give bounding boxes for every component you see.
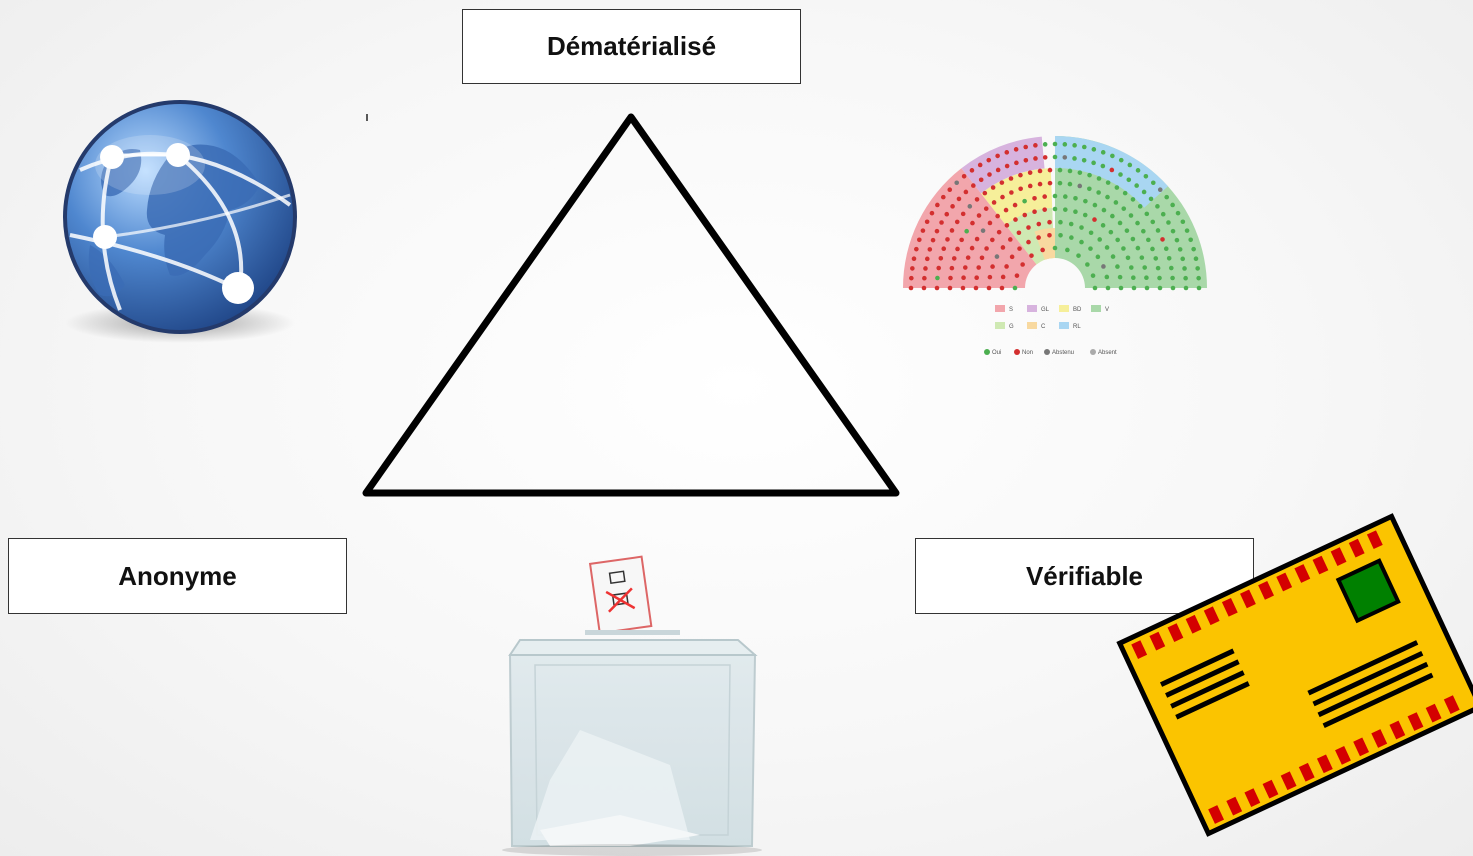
legend-label: G (1009, 324, 1014, 330)
legend-swatch (1091, 305, 1101, 312)
vote-legend-label: Abstenu (1052, 350, 1074, 356)
label-verifiable: Vérifiable (915, 538, 1254, 614)
legend-swatch (1059, 305, 1069, 312)
vote-legend-label: Absent (1098, 350, 1117, 356)
ballot-box-icon (502, 555, 762, 856)
label-dematerialise: Dématérialisé (462, 9, 801, 84)
legend-swatch (1027, 322, 1037, 329)
globe-icon (63, 100, 297, 343)
legend-label: V (1105, 307, 1109, 313)
legend-swatch (995, 322, 1005, 329)
legend-swatch (995, 305, 1005, 312)
hemicycle-icon: S GL BD V G C RL Oui Non Abstenu Absent (903, 136, 1207, 356)
legend-swatch (1059, 322, 1069, 329)
vote-legend-label: Oui (992, 350, 1001, 356)
envelope-icon (1116, 513, 1473, 837)
vote-legend-dot (1044, 349, 1050, 355)
legend-label: BD (1073, 307, 1082, 313)
vote-legend-dot (1014, 349, 1020, 355)
legend-swatch (1027, 305, 1037, 312)
legend-label: GL (1041, 307, 1050, 313)
legend-label: RL (1073, 324, 1081, 330)
legend-label: S (1009, 307, 1013, 313)
vote-legend-dot (1090, 349, 1096, 355)
vote-legend-label: Non (1022, 350, 1033, 356)
legend-label: C (1041, 324, 1046, 330)
vote-legend-dot (984, 349, 990, 355)
label-anonyme: Anonyme (8, 538, 347, 614)
